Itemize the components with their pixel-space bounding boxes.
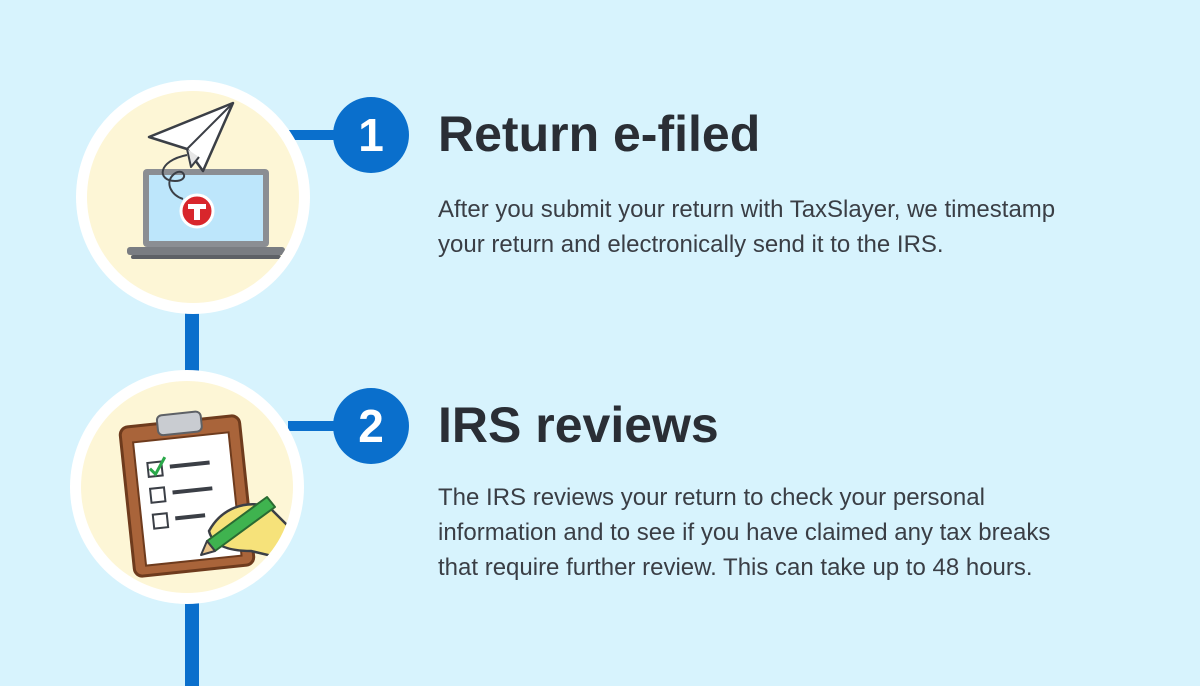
step-1-description: After you submit your return with TaxSla…: [438, 192, 1138, 262]
step-2-illustration-circle: [70, 370, 304, 604]
step-2-number-badge: 2: [333, 388, 409, 464]
step-2-connector: [288, 421, 348, 431]
step-2-description-line: The IRS reviews your return to check you…: [438, 484, 985, 511]
step-1-number-badge: 1: [333, 97, 409, 173]
timeline-connector-bottom: [185, 600, 199, 686]
step-1-connector: [288, 130, 348, 140]
clipboard-checklist-icon: [118, 410, 293, 578]
step-1-description-line: After you submit your return with TaxSla…: [438, 196, 1056, 223]
step-2-description: The IRS reviews your return to check you…: [438, 480, 1138, 585]
step-1-description-line: your return and electronically send it t…: [438, 231, 944, 258]
step-1-illustration-circle: [76, 80, 310, 314]
step-1-title: Return e-filed: [438, 106, 761, 162]
step-2-description-line: information and to see if you have claim…: [438, 519, 1051, 546]
laptop-paper-plane-icon: [127, 101, 285, 259]
step-2-title: IRS reviews: [438, 397, 719, 453]
step-2-description-line: that require further review. This can ta…: [438, 554, 1033, 581]
